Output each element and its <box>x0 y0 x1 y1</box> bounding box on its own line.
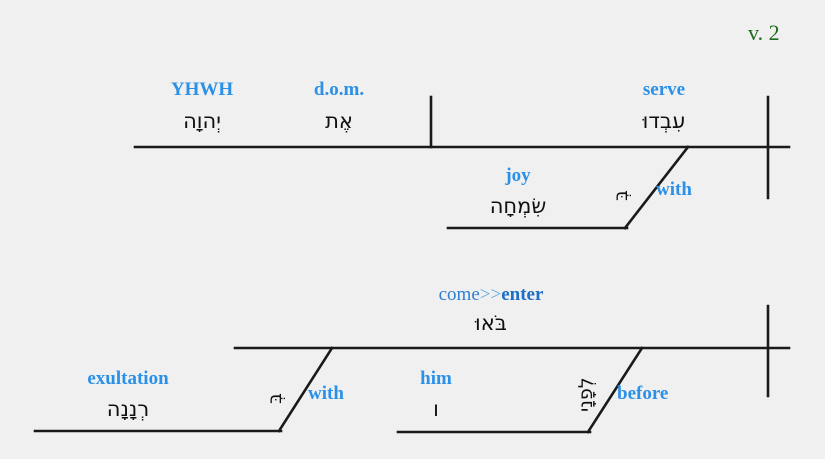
hebrew-yhwh: יְהוָה <box>183 109 221 133</box>
gloss-come: come <box>438 284 480 305</box>
hebrew-prep-lifne: לְפָנָי <box>575 377 597 412</box>
hebrew-prep-be-joy: בְּ <box>610 190 632 201</box>
gloss-with-joy: with <box>656 179 692 200</box>
verse-label: v. 2 <box>748 20 780 45</box>
gloss-arrow: >> <box>479 284 502 305</box>
hebrew-come-enter: בֹּאוּ <box>475 311 507 335</box>
hebrew-him: ו <box>433 397 439 421</box>
gloss-with-exultation: with <box>308 383 344 404</box>
gloss-joy: joy <box>505 165 531 186</box>
gloss-him: him <box>420 368 452 389</box>
hebrew-prep-be-exultation: בְּ <box>264 393 286 404</box>
gloss-exultation: exultation <box>87 368 169 389</box>
hebrew-dom: אֶת <box>325 109 353 133</box>
gloss-before: before <box>617 383 669 404</box>
gloss-serve: serve <box>642 79 686 100</box>
gloss-come-enter: come>>enter <box>439 285 544 304</box>
hebrew-joy: שִׂמְחָה <box>489 194 547 218</box>
gloss-yhwh: YHWH <box>170 79 234 100</box>
hebrew-serve: עִבְדוּ <box>642 109 686 133</box>
hebrew-exultation: רְנָנָה <box>106 397 150 421</box>
gloss-enter: enter <box>501 284 544 305</box>
gloss-dom: d.o.m. <box>313 79 365 100</box>
